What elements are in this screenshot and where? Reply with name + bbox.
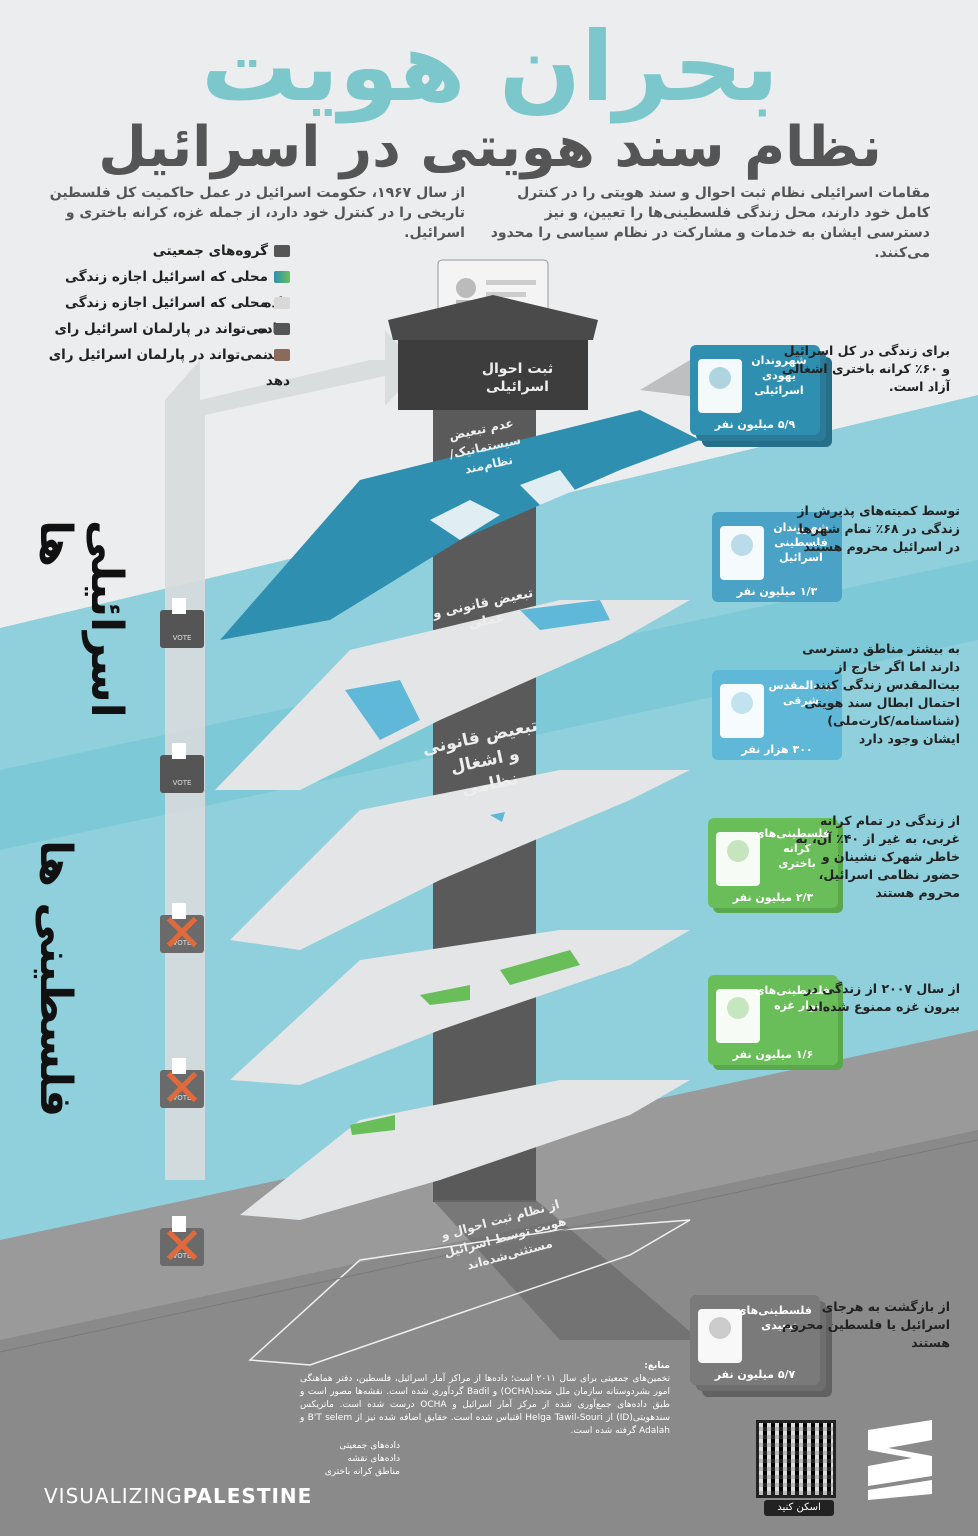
empty-layer-icon — [274, 297, 290, 309]
vote-box-4-crossed: VOTE✕ — [160, 1058, 204, 1119]
ballot-box-icon — [274, 323, 290, 335]
id-card-icon — [274, 245, 290, 257]
legend-item-cannot-vote: نمی‌تواند در پارلمان اسرائیل رای دهد — [48, 347, 290, 389]
map-key: داده‌های جمعیتی داده‌های نقشه مناطق کران… — [324, 1441, 400, 1477]
group-desc-palestinian-citizens: توسط کمیته‌های پذیرش از زندگی در ۶۸٪ تما… — [797, 503, 960, 554]
page-subtitle: نظام سند هویتی در اسرائیل — [98, 115, 882, 180]
registry-box-label: ثبت احوال اسرائیلی — [481, 361, 554, 395]
map-layer-icon — [274, 271, 290, 283]
intro-right: مقامات اسرائیلی نظام ثبت احوال و سند هوی… — [490, 185, 930, 261]
legend-item-can-vote: می‌تواند در پارلمان اسرائیل رای دهد — [40, 316, 290, 363]
registry-box-icon — [388, 259, 598, 410]
logo-icon — [868, 1420, 932, 1500]
group-desc-east-jerusalem: به بیشتر مناطق دسترسی دارند اما اگر خارج… — [802, 641, 960, 746]
map-layer-east-jerusalem — [230, 770, 690, 950]
vote-box-2: VOTE — [160, 743, 204, 793]
group-desc-west-bank: از زندگی در تمام کرانه غربی، به غیر از ۴… — [795, 813, 960, 900]
legend: گروه‌های جمعیتی محلی که اسرائیل اجازه زن… — [40, 238, 290, 389]
scan-label: اسکن کنید — [764, 1500, 834, 1516]
qr-code[interactable] — [756, 1420, 836, 1498]
map-layer-west-bank — [230, 930, 690, 1085]
legend-item-allowed: محلی که اسرائیل اجازه زندگی داده — [40, 264, 290, 311]
page-title: بحران هویت — [201, 11, 779, 123]
vote-box-3-crossed: VOTE✕ — [160, 903, 204, 964]
vote-box-1: VOTE — [160, 598, 204, 648]
legend-item-not-allowed: محلی که اسرائیل اجازه زندگی نداده — [40, 290, 290, 337]
group-desc-jewish: برای زندگی در کل اسرائیل و ۶۰٪ کرانه باخ… — [781, 343, 950, 394]
group-desc-exiles: از بازگشت به هرجای اسرائیل یا فلسطین محر… — [781, 1299, 950, 1350]
map-layer-exiles — [248, 1219, 691, 1366]
map-layer-palestinian-citizens — [215, 600, 690, 790]
side-label-palestinians: فلسطینی ها — [30, 840, 81, 1118]
group-desc-gaza: از سال ۲۰۰۷ از زندگی در بیرون غزه ممنوع … — [804, 981, 960, 1014]
side-label-israelis: اسرائیلی ها — [30, 520, 132, 718]
sources-text: تخمین‌های جمعیتی برای سال ۲۰۱۱ است؛ داده… — [300, 1374, 670, 1436]
sources-block: منابع: تخمین‌های جمعیتی برای سال ۲۰۱۱ اس… — [300, 1360, 670, 1438]
map-layer-gaza — [240, 1080, 690, 1220]
legend-item-groups: گروه‌های جمعیتی — [40, 238, 290, 264]
vote-box-5-crossed: VOTE✕ — [160, 1216, 204, 1277]
map-layer-jewish — [220, 410, 700, 640]
ballot-box-crossed-icon — [274, 349, 290, 361]
sources-heading: منابع: — [644, 1361, 670, 1371]
intro-left: از سال ۱۹۶۷، حکومت اسرائیل در عمل حاکمیت… — [49, 185, 465, 241]
footer-brand: VISUALIZINGPALESTINE — [44, 1484, 313, 1508]
